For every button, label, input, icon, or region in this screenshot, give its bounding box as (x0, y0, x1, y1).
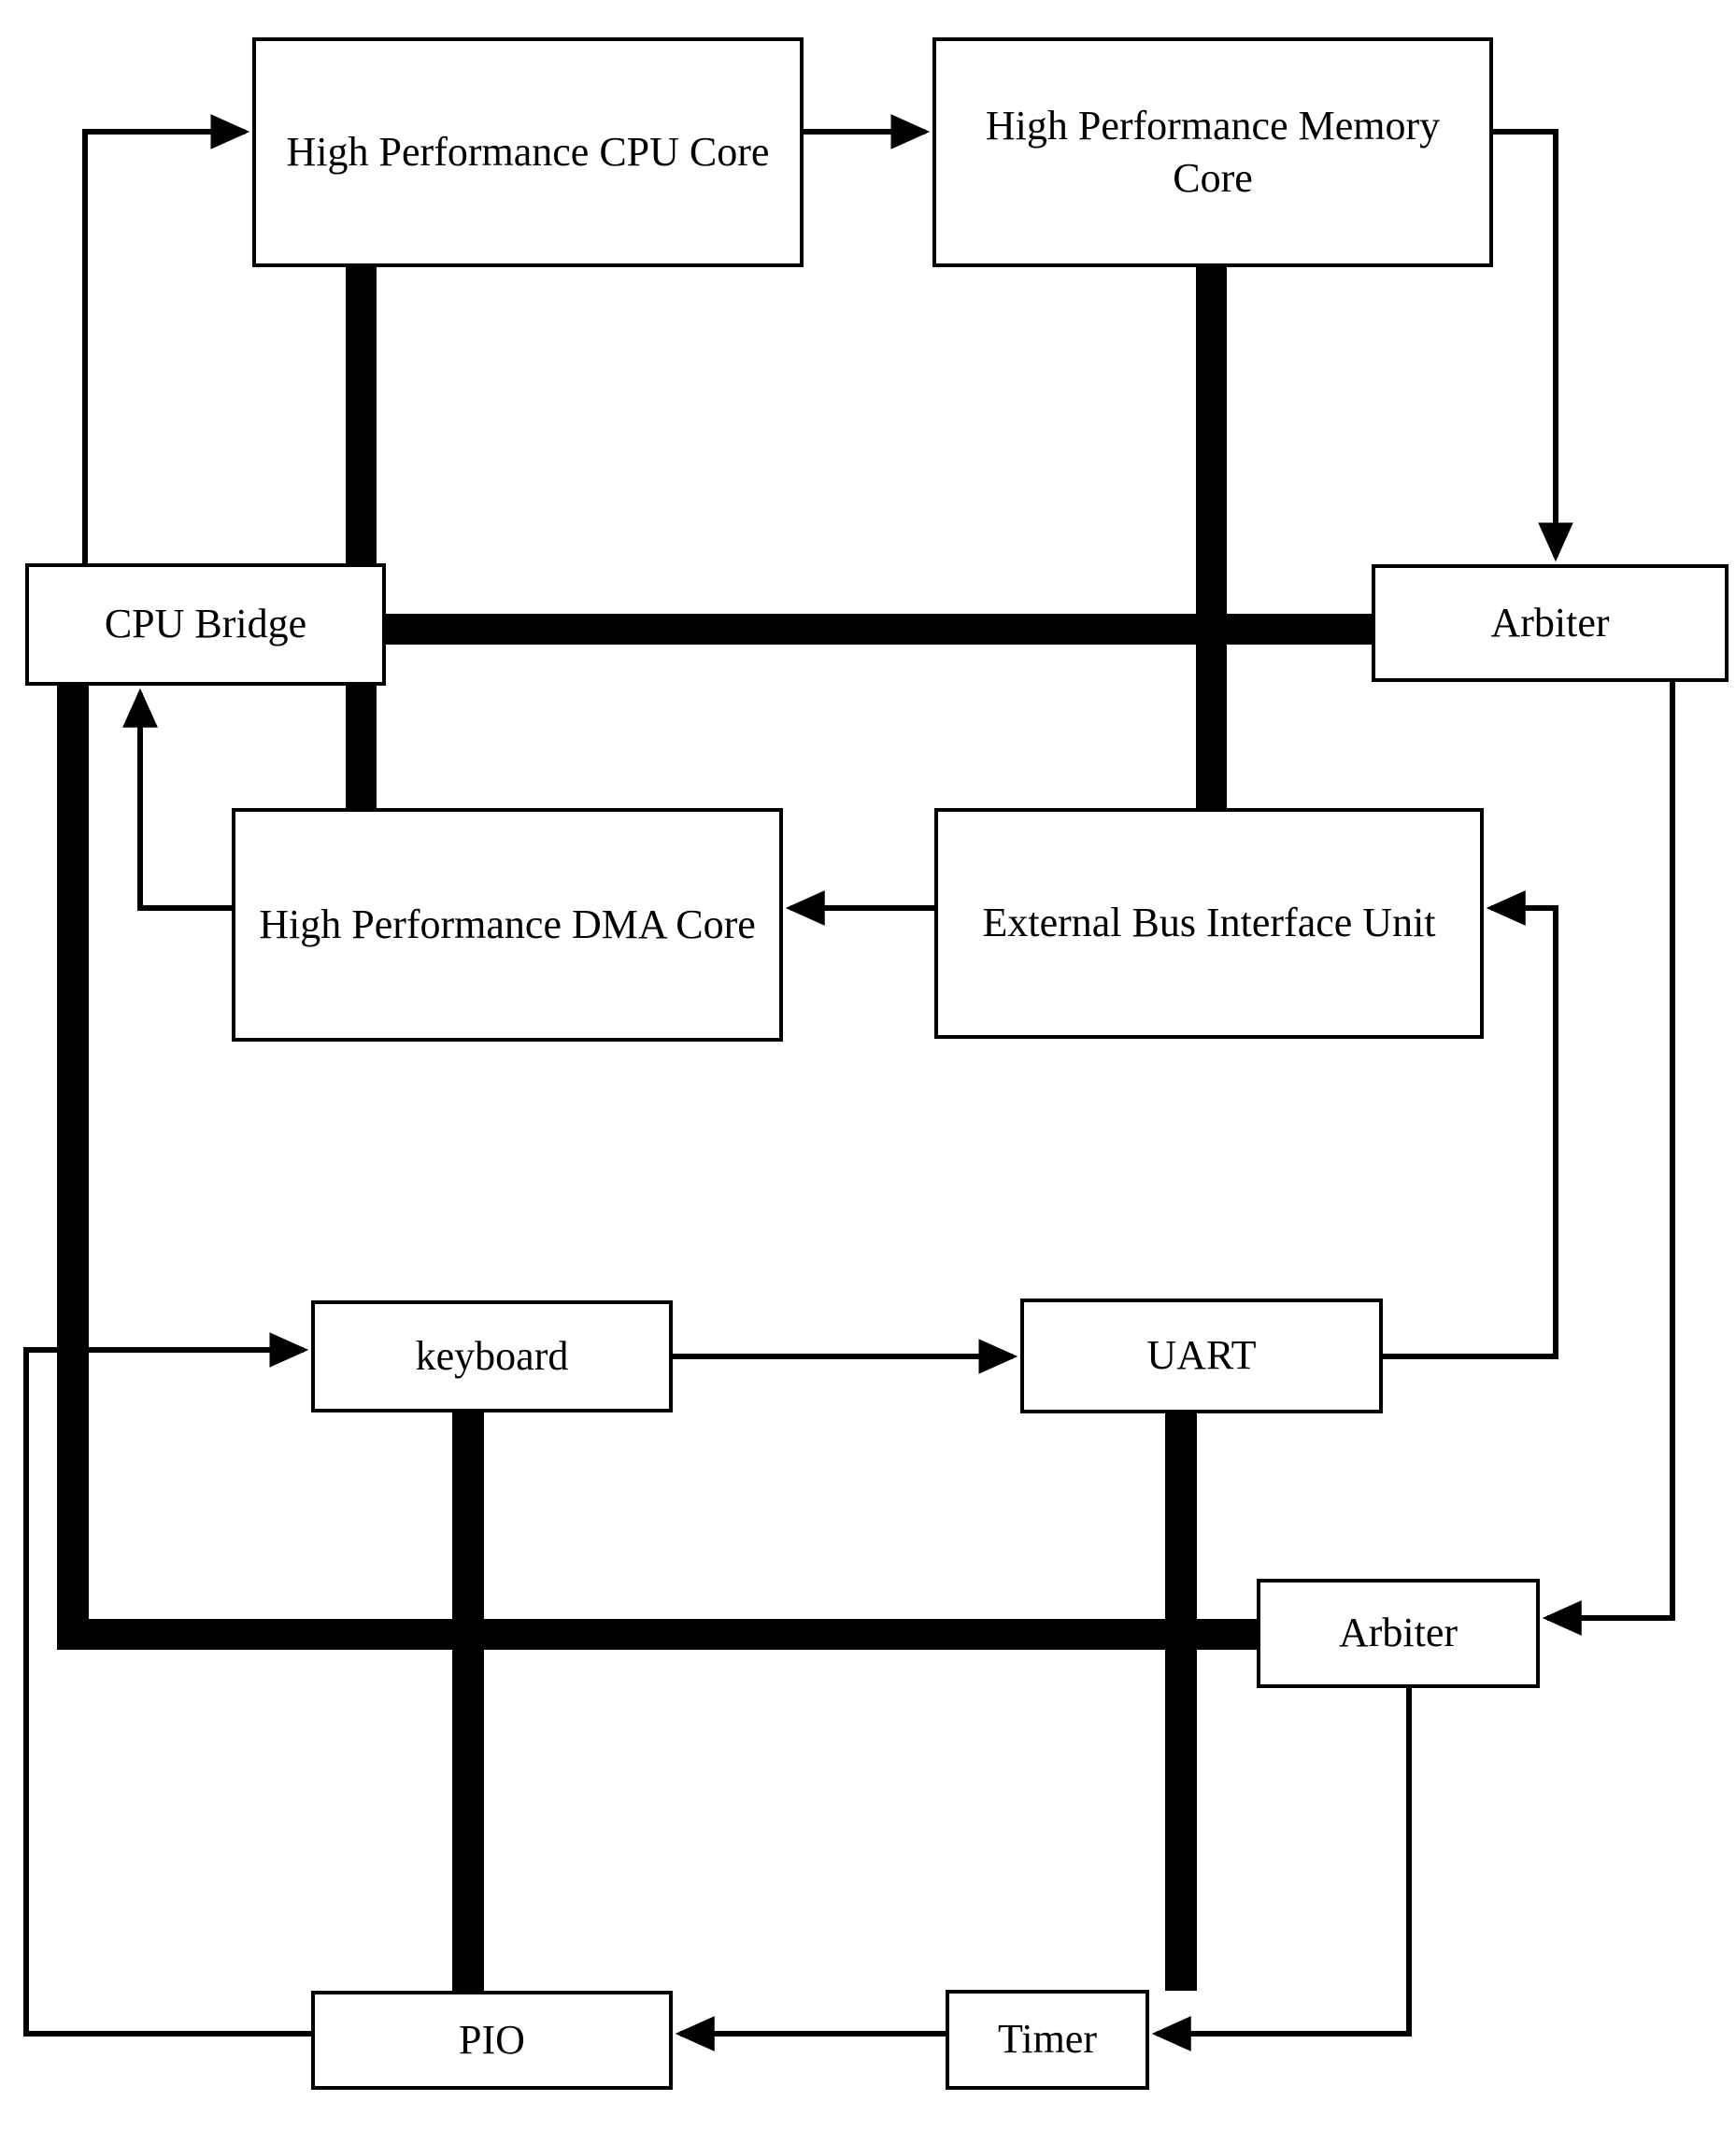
block-label: keyboard (415, 1332, 569, 1379)
block-label: Arbiter (1490, 599, 1610, 646)
block-keyboard[interactable]: keyboard (311, 1300, 673, 1412)
block-label: High Performance DMA Core (259, 901, 756, 947)
block-arbiter-top[interactable]: Arbiter (1372, 564, 1729, 682)
block-external-bus-interface-unit[interactable]: External Bus Interface Unit (934, 808, 1484, 1039)
block-label: Arbiter (1338, 1610, 1459, 1656)
bus-high-speed-ebiu-stub (1196, 645, 1227, 811)
bus-high-speed-horizontal (386, 614, 1372, 645)
wire-mem-core-to-arbiter-1 (1493, 129, 1573, 562)
bus-high-speed-mem-stub (1196, 267, 1227, 614)
wire-arbiter-1-to-arbiter-2 (1542, 682, 1675, 1636)
bus-peripheral-timer-stub (1165, 1649, 1197, 1991)
block-label: High Performance Memory Core (985, 102, 1441, 201)
wire-dma-core-to-cpu-bridge (122, 688, 232, 911)
block-label: UART (1146, 1332, 1257, 1379)
bus-peripheral-pio-stub (452, 1649, 484, 1993)
block-cpu-bridge[interactable]: CPU Bridge (25, 563, 386, 686)
block-pio[interactable]: PIO (311, 1991, 673, 2090)
block-label: PIO (459, 2016, 525, 2063)
block-label: External Bus Interface Unit (982, 900, 1436, 946)
block-high-performance-cpu-core[interactable]: High Performance CPU Core (252, 37, 804, 267)
block-uart[interactable]: UART (1020, 1299, 1383, 1413)
bus-high-speed-cpu-stub (346, 267, 377, 614)
block-label: CPU Bridge (104, 601, 307, 647)
bus-peripheral-kbd-stub (452, 1412, 484, 1620)
block-arbiter-bottom[interactable]: Arbiter (1257, 1579, 1540, 1688)
block-timer[interactable]: Timer (946, 1990, 1149, 2090)
bus-peripheral-uart-stub (1165, 1413, 1197, 1620)
block-high-performance-memory-core[interactable]: High Performance Memory Core (932, 37, 1493, 267)
bus-peripheral-vertical (57, 686, 89, 1649)
block-high-performance-dma-core[interactable]: High Performance DMA Core (232, 808, 783, 1042)
bus-peripheral-horizontal (57, 1619, 1262, 1650)
block-label: High Performance CPU Core (286, 128, 770, 175)
block-label: Timer (998, 2016, 1097, 2063)
wire-bridge-to-cpu-core (82, 114, 250, 563)
